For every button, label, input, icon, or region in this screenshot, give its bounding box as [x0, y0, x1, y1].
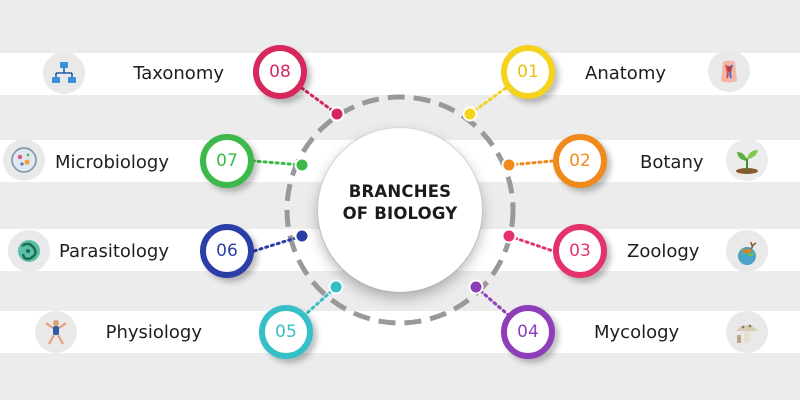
- branch-label-microbiology: Microbiology: [55, 152, 169, 173]
- petri-dish-icon: [11, 147, 37, 173]
- branch-label-mycology: Mycology: [594, 322, 680, 343]
- branch-number-08: 08: [269, 62, 291, 82]
- deer-globe-icon: [738, 241, 757, 265]
- orbit-dot-mycology: [468, 279, 484, 295]
- branch-number-ring-02: 02: [553, 134, 607, 188]
- branch-label-botany: Botany: [640, 152, 704, 173]
- row-band-1: [0, 53, 800, 95]
- orbit-dot-taxonomy: [329, 106, 345, 122]
- branch-number-ring-04: 04: [501, 305, 555, 359]
- center-disc: [318, 128, 482, 292]
- dashed-orbit: [284, 94, 516, 326]
- center-title-line-2: OF BIOLOGY: [342, 204, 458, 223]
- branch-number-ring-06: 06: [200, 224, 254, 278]
- orbit-dot-parasitology: [294, 228, 310, 244]
- hierarchy-chart-icon: [52, 62, 76, 83]
- center-title: BRANCHES OF BIOLOGY: [318, 181, 482, 225]
- branch-number-04: 04: [517, 322, 539, 342]
- branch-number-ring-03: 03: [553, 224, 607, 278]
- orbit-dot-physiology: [328, 279, 344, 295]
- microbiology-icon-circle: [3, 139, 45, 181]
- branch-number-ring-07: 07: [200, 134, 254, 188]
- row-band-4: [0, 311, 800, 353]
- branch-label-zoology: Zoology: [627, 241, 700, 262]
- branch-number-02: 02: [569, 151, 591, 171]
- branch-number-ring-05: 05: [259, 305, 313, 359]
- anatomy-torso-icon: [721, 60, 737, 83]
- mushroom-icon: [736, 324, 758, 343]
- branch-number-01: 01: [517, 62, 539, 82]
- zoology-icon-circle: [726, 230, 768, 272]
- branch-number-03: 03: [569, 241, 591, 261]
- mycology-icon-circle: [726, 311, 768, 353]
- connector-zoology: [507, 234, 555, 253]
- branch-number-05: 05: [275, 322, 297, 342]
- branch-number-ring-01: 01: [501, 45, 555, 99]
- orbit-dot-anatomy: [462, 106, 478, 122]
- center-title-line-1: BRANCHES: [348, 182, 452, 201]
- parasite-icon: [18, 240, 40, 262]
- taxonomy-icon-circle: [43, 52, 85, 94]
- orbit-dot-microbiology: [294, 157, 310, 173]
- branch-number-07: 07: [216, 151, 238, 171]
- botany-icon-circle: [726, 139, 768, 181]
- branch-label-taxonomy: Taxonomy: [133, 63, 224, 84]
- connector-microbiology: [252, 159, 304, 167]
- physiology-icon-circle: [35, 311, 77, 353]
- branch-label-anatomy: Anatomy: [585, 63, 667, 84]
- anatomy-icon-circle: [708, 50, 750, 92]
- sprout-icon: [736, 150, 758, 174]
- orbit-dot-zoology: [501, 228, 517, 244]
- connector-parasitology: [252, 234, 304, 253]
- human-figure-icon: [45, 320, 67, 345]
- orbit-dot-botany: [501, 157, 517, 173]
- branch-number-06: 06: [216, 241, 238, 261]
- branch-number-ring-08: 08: [253, 45, 307, 99]
- branch-label-parasitology: Parasitology: [58, 241, 169, 262]
- branch-label-physiology: Physiology: [105, 322, 202, 343]
- parasitology-icon-circle: [8, 230, 50, 272]
